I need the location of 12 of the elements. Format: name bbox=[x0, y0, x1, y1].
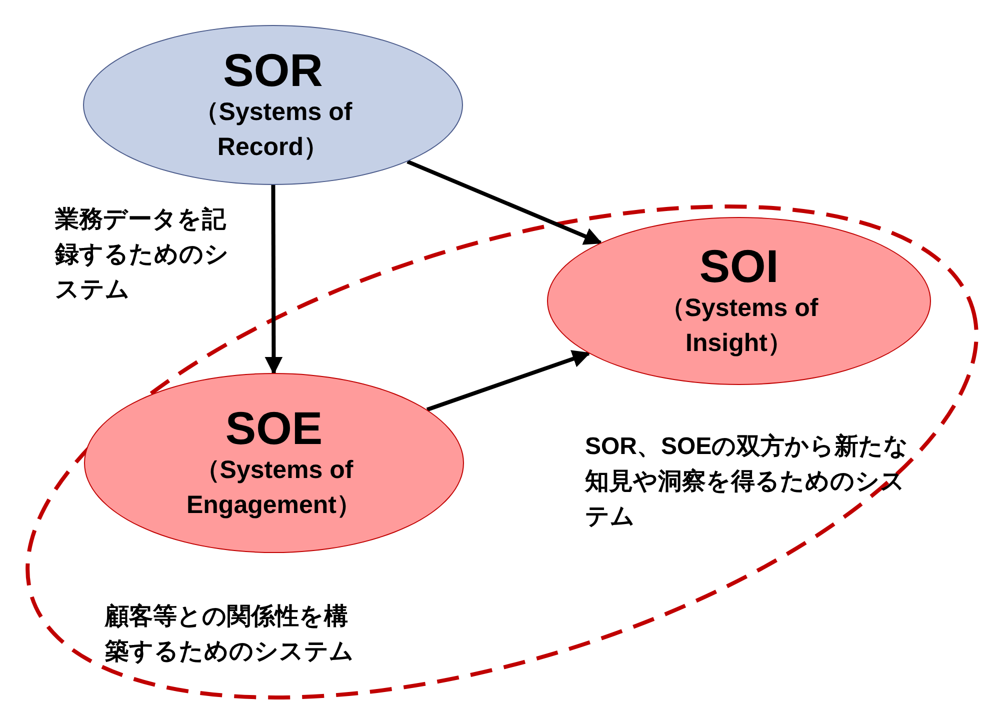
system-full-name: （Systems of Insight） bbox=[658, 293, 820, 360]
system-full-name: （Systems of Record） bbox=[192, 97, 354, 164]
system-description: 顧客等との関係性を構築するためのシステム bbox=[105, 602, 355, 667]
system-name: SOE bbox=[225, 402, 323, 454]
system-name: SOI bbox=[699, 240, 779, 292]
system-full-name: （Systems of Engagement） bbox=[185, 455, 363, 522]
system-description: 業務データを記録するためのシステム bbox=[55, 205, 230, 305]
system-description: SOR、SOEの双方から新たな知見や洞察を得るためのシステム bbox=[585, 432, 910, 532]
arrow bbox=[426, 350, 590, 412]
arrow bbox=[264, 185, 283, 375]
system-name: SOR bbox=[223, 44, 323, 96]
arrow bbox=[406, 160, 602, 245]
